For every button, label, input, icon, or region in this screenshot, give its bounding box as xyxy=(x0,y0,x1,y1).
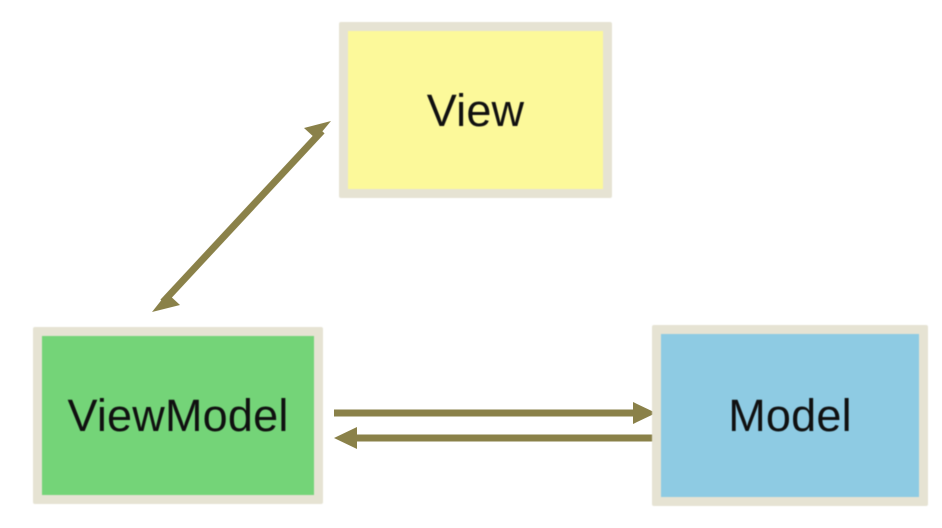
edge-view-viewmodel xyxy=(152,121,331,312)
edge-viewmodel-to-model xyxy=(334,402,656,424)
arrowhead-down-left xyxy=(152,293,180,312)
node-view-label: View xyxy=(426,84,525,136)
node-model[interactable]: Model xyxy=(652,325,928,506)
arrowhead-up-right xyxy=(304,121,331,139)
node-viewmodel-label: ViewModel xyxy=(67,390,289,441)
edge-model-to-viewmodel xyxy=(334,427,656,449)
node-model-label: Model xyxy=(728,390,852,441)
node-viewmodel[interactable]: ViewModel xyxy=(33,327,323,504)
arrowhead-left xyxy=(334,427,357,449)
node-view[interactable]: View xyxy=(339,22,612,198)
